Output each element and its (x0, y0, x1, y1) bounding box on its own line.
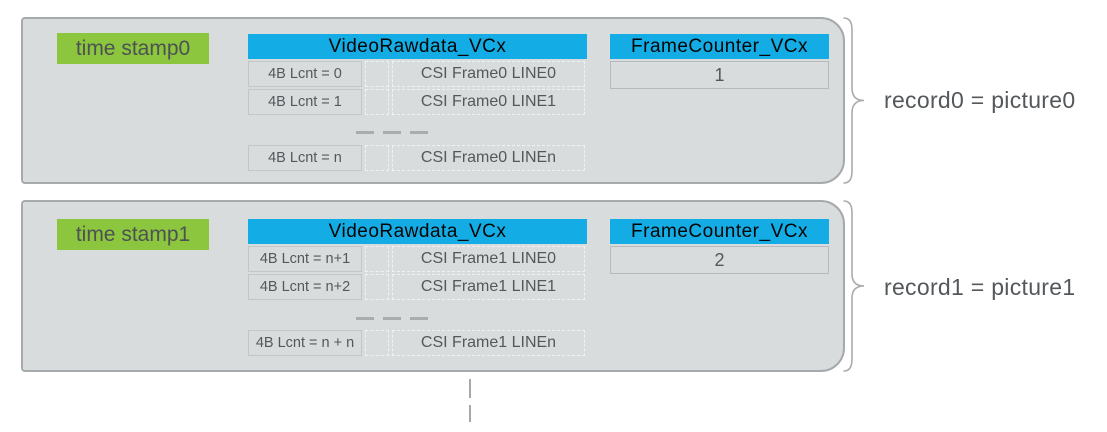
line-count-cell: 4B Lcnt = n + n (248, 330, 362, 356)
video-rawdata-header-1: VideoRawdata_VCx (248, 219, 587, 244)
frame-counter-header-0: FrameCounter_VCx (610, 34, 829, 59)
line-count-cell: 4B Lcnt = n+1 (248, 246, 362, 272)
csi-line-cell: CSI Frame1 LINE0 (392, 246, 585, 272)
frame-counter-value-1: 2 (610, 246, 829, 274)
record-box-1: time stamp1 VideoRawdata_VCx 4B Lcnt = n… (21, 200, 845, 372)
row-ellipsis-dashes (356, 317, 428, 320)
payload-spacer-cell (365, 274, 389, 300)
payload-spacer-cell (365, 330, 389, 356)
csi-line-cell: CSI Frame0 LINE1 (392, 89, 585, 115)
continuation-dashed-line (469, 379, 471, 422)
line-count-cell: 4B Lcnt = 1 (248, 89, 362, 115)
csi-line-cell: CSI Frame1 LINEn (392, 330, 585, 356)
csi-line-cell: CSI Frame1 LINE1 (392, 274, 585, 300)
record-equation-label-0: record0 = picture0 (884, 87, 1076, 113)
curly-brace-icon (843, 17, 865, 184)
frame-counter-header-1: FrameCounter_VCx (610, 219, 829, 244)
payload-spacer-cell (365, 61, 389, 87)
video-rawdata-header-0: VideoRawdata_VCx (248, 34, 587, 59)
csi-line-cell: CSI Frame0 LINEn (392, 145, 585, 171)
line-count-cell: 4B Lcnt = n+2 (248, 274, 362, 300)
line-count-cell: 4B Lcnt = 0 (248, 61, 362, 87)
payload-spacer-cell (365, 145, 389, 171)
row-ellipsis-dashes (356, 131, 428, 134)
timestamp-label-0: time stamp0 (57, 33, 209, 64)
curly-brace-icon (843, 200, 865, 372)
record-box-0: time stamp0 VideoRawdata_VCx 4B Lcnt = 0… (21, 17, 845, 184)
csi-line-cell: CSI Frame0 LINE0 (392, 61, 585, 87)
line-count-cell: 4B Lcnt = n (248, 145, 362, 171)
frame-counter-value-0: 1 (610, 61, 829, 89)
payload-spacer-cell (365, 89, 389, 115)
payload-spacer-cell (365, 246, 389, 272)
record-equation-label-1: record1 = picture1 (884, 274, 1076, 300)
timestamp-label-1: time stamp1 (57, 219, 209, 250)
